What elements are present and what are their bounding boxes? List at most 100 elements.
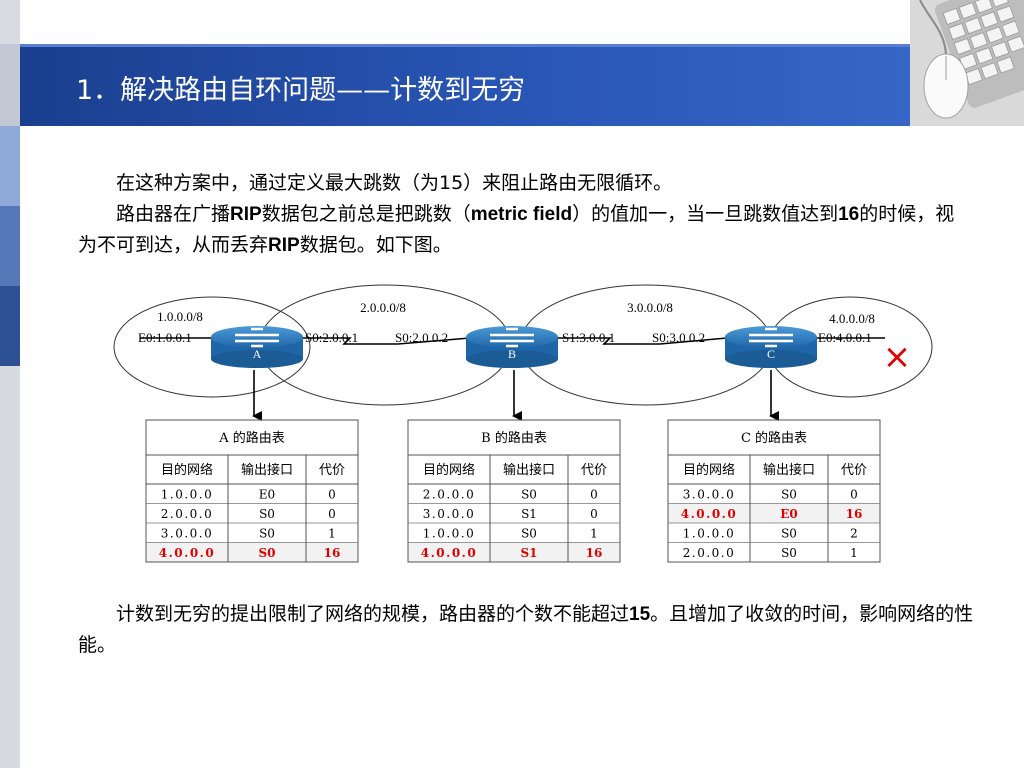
sidebar-stripe: [0, 126, 20, 206]
table-cell: 0: [328, 488, 336, 502]
table-cell: 4.0.0.0: [421, 546, 477, 560]
router-c-icon: [725, 326, 817, 368]
table-cell: E0: [259, 488, 275, 502]
paragraph-2: 路由器在广播RIP数据包之前总是把跳数（metric field）的值加一，当一…: [78, 199, 958, 261]
highlight-row-bg: [668, 503, 880, 523]
intro-paragraphs: 在这种方案中，通过定义最大跳数（为15）来阻止路由无限循环。 路由器在广播RIP…: [78, 168, 958, 261]
table-cell: 2.0.0.0: [683, 546, 735, 560]
table-header-cell: 输出接口: [241, 462, 293, 478]
interface-label: S0:2.0.0.1: [305, 330, 358, 345]
table-cell: S0: [781, 546, 797, 560]
text-run-bold: metric field: [470, 204, 573, 225]
text-run-bold: 15: [629, 604, 651, 625]
router-label-b: B: [508, 347, 516, 361]
routing-table-title: C 的路由表: [741, 430, 807, 446]
text-run: 数据包之前总是把跳数（: [261, 203, 471, 225]
table-cell: S1: [521, 507, 537, 521]
table-cell: S0: [259, 527, 275, 541]
title-bar: [20, 44, 910, 126]
table-cell: 3.0.0.0: [423, 507, 475, 521]
interface-label: S1:3.0.0.1: [562, 330, 615, 345]
table-header-cell: 输出接口: [503, 462, 555, 478]
table-cell: E0: [780, 507, 798, 521]
network-label: 4.0.0.0/8: [829, 311, 875, 326]
table-cell: 16: [324, 546, 341, 560]
serial-link-ab: [302, 337, 471, 345]
table-cell: 0: [590, 507, 598, 521]
left-sidebar: [0, 0, 20, 768]
table-header-cell: 目的网络: [683, 462, 735, 478]
table-cell: S0: [259, 507, 275, 521]
table-header-cell: 代价: [581, 463, 607, 478]
routing-table-title: A 的路由表: [218, 430, 285, 446]
table-cell: 0: [590, 488, 598, 502]
table-cell: S0: [258, 546, 275, 560]
text-run: ）的值加一，当一旦跳数值达到: [572, 203, 839, 225]
link-failure-cross-icon: ×: [883, 337, 912, 377]
text-run-bold: RIP: [268, 235, 300, 256]
router-label-a: A: [253, 347, 262, 361]
text-run: 的时候，视为不可到达，从而丢弃: [78, 203, 955, 256]
interface-label: E0:4.0.0.1: [818, 330, 872, 345]
text-run: 路由器在广播: [116, 203, 231, 225]
router-a-icon: [211, 326, 303, 368]
slide-title: 1．解决路由自环问题——计数到无穷: [76, 75, 526, 106]
table-border: [667, 419, 881, 563]
table-cell: S1: [520, 546, 537, 560]
table-cell: 2: [850, 527, 858, 541]
network-label: 3.0.0.0/8: [627, 300, 673, 315]
table-header-cell: 代价: [319, 463, 345, 478]
table-cell: 16: [586, 546, 603, 560]
network-label: 2.0.0.0/8: [360, 300, 406, 315]
table-cell: 1: [850, 546, 858, 560]
conclusion-paragraph: 计数到无穷的提出限制了网络的规模，路由器的个数不能超过15。且增加了收敛的时间，…: [78, 599, 978, 661]
table-cell: S0: [781, 488, 797, 502]
sidebar-stripe: [0, 44, 20, 126]
interface-label: S0:2.0.0.2: [395, 330, 448, 345]
network-ellipse-1: [113, 296, 311, 398]
network-label: 1.0.0.0/8: [157, 309, 203, 324]
table-cell: 4.0.0.0: [159, 546, 215, 560]
table-header-cell: 输出接口: [763, 462, 815, 478]
routing-table-title: B 的路由表: [481, 430, 547, 446]
highlight-row-bg: [146, 542, 358, 562]
table-cell: S0: [521, 488, 537, 502]
text-run: 。且增加了收敛的时间，影响网络的性能。: [78, 603, 974, 656]
serial-link-bc: [557, 337, 728, 345]
table-header-cell: 目的网络: [423, 462, 475, 478]
sidebar-stripe: [0, 0, 20, 44]
table-cell: 1: [328, 527, 336, 541]
table-border: [145, 419, 359, 563]
table-cell: S0: [781, 527, 797, 541]
paragraph-3: 计数到无穷的提出限制了网络的规模，路由器的个数不能超过15。且增加了收敛的时间，…: [78, 599, 978, 661]
sidebar-stripe: [0, 206, 20, 286]
table-cell: 3.0.0.0: [683, 488, 735, 502]
table-cell: 0: [850, 488, 858, 502]
table-header-cell: 代价: [841, 463, 867, 478]
text-run-bold: 16: [838, 204, 860, 225]
text-run-bold: RIP: [230, 204, 262, 225]
table-cell: 4.0.0.0: [681, 507, 737, 521]
table-cell: 1.0.0.0: [161, 488, 213, 502]
table-cell: 0: [328, 507, 336, 521]
table-border: [407, 419, 621, 563]
table-cell: 16: [846, 507, 863, 521]
interface-label: E0:1.0.0.1: [138, 330, 192, 345]
highlight-row-bg: [408, 542, 620, 562]
router-b-icon: [466, 326, 558, 368]
table-cell: 1.0.0.0: [683, 527, 735, 541]
text-run: 计数到无穷的提出限制了网络的规模，路由器的个数不能超过: [116, 603, 630, 625]
sidebar-stripe: [0, 366, 20, 768]
table-cell: 3.0.0.0: [161, 527, 213, 541]
paragraph-1: 在这种方案中，通过定义最大跳数（为15）来阻止路由无限循环。: [116, 172, 673, 194]
table-cell: 2.0.0.0: [161, 507, 213, 521]
table-cell: 1: [590, 527, 598, 541]
text-run: 数据包。如下图。: [299, 234, 452, 256]
table-header-cell: 目的网络: [161, 462, 213, 478]
table-cell: 1.0.0.0: [423, 527, 475, 541]
table-cell: 2.0.0.0: [423, 488, 475, 502]
interface-label: S0:3.0.0.2: [652, 330, 705, 345]
router-label-c: C: [767, 347, 775, 361]
